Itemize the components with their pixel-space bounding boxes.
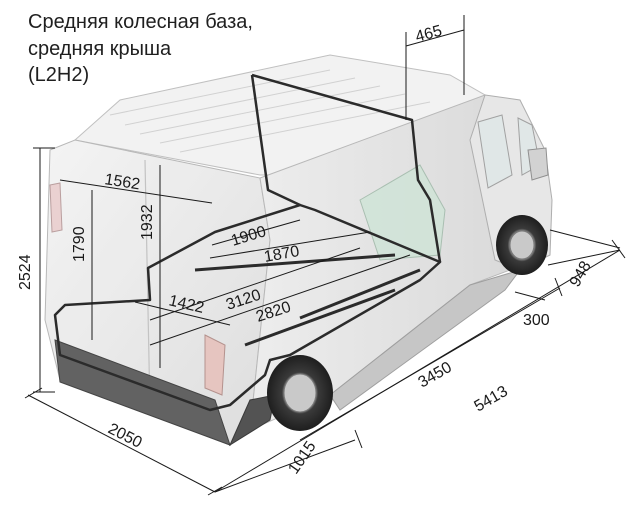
dim-2524: 2524: [17, 254, 34, 290]
dim-948: 948: [567, 258, 595, 290]
dim-1790: 1790: [71, 226, 88, 262]
dim-1932: 1932: [139, 204, 156, 240]
dim-1870: 1870: [263, 243, 301, 266]
title-line-3: (L2H2): [28, 64, 90, 86]
dim-300: 300: [523, 312, 550, 329]
title-line-2: средняя крыша: [28, 38, 172, 60]
front-wheel: [496, 215, 548, 275]
dim-5413: 5413: [472, 383, 511, 416]
cargo-floor-outline: [53, 203, 442, 412]
dim-3450: 3450: [416, 359, 455, 392]
dim-2050: 2050: [105, 420, 145, 451]
title-line-1: Средняя колесная база,: [28, 11, 253, 33]
bulkhead-frame: [250, 73, 442, 263]
rear-wheel: [267, 355, 333, 431]
dim-1562: 1562: [103, 171, 141, 193]
dim-465: 465: [414, 23, 444, 46]
dimension-lines: [24, 15, 626, 496]
dim-1015: 1015: [285, 438, 319, 477]
